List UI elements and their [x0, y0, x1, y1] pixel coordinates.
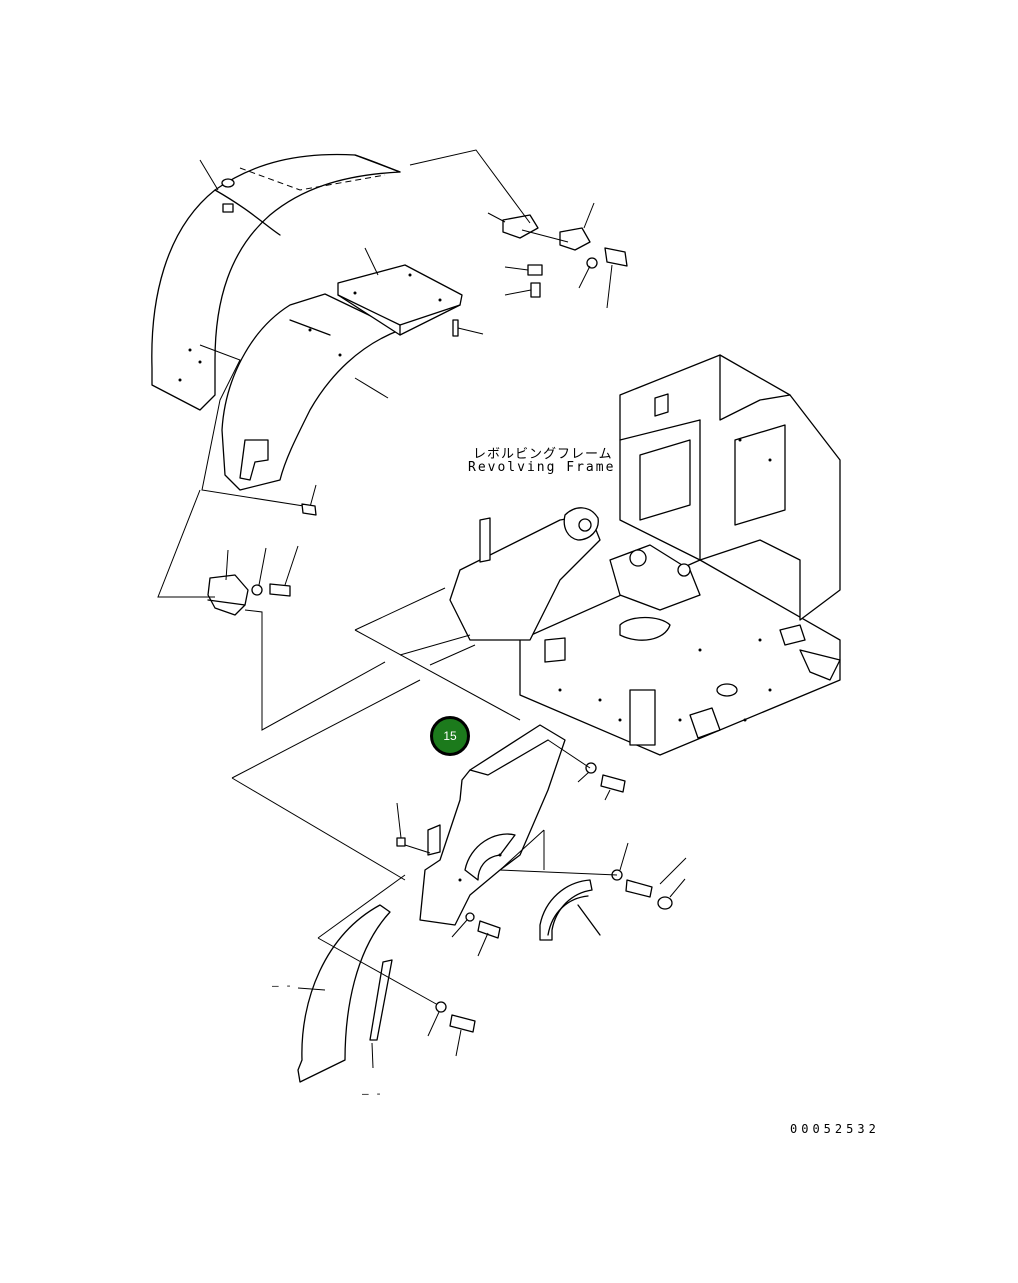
bracket-set-top [452, 214, 628, 337]
stray-mark: – - [272, 979, 292, 992]
assembly-lines-frame [231, 587, 521, 881]
arc-segment-part [539, 879, 601, 941]
hinge-bracket-left [157, 489, 386, 731]
cover-part-15 [419, 724, 566, 926]
revolving-frame [449, 354, 841, 756]
flat-plate [337, 264, 463, 336]
bolt-mid-left [301, 503, 317, 516]
figure-number: 00052532 [790, 1122, 880, 1136]
callout-number: 15 [443, 729, 457, 743]
leader-lines-top [199, 149, 613, 508]
large-fender-part [151, 153, 401, 411]
stray-mark: – - [362, 1087, 382, 1100]
frame-label-japanese: レボルビングフレーム [473, 447, 613, 462]
part-callout-15[interactable]: 15 [430, 716, 470, 756]
lower-strip-parts [297, 874, 476, 1083]
fasteners-part-15 [396, 739, 687, 957]
frame-label-english: Revolving Frame [468, 460, 616, 475]
inner-fender-panel [221, 293, 401, 491]
